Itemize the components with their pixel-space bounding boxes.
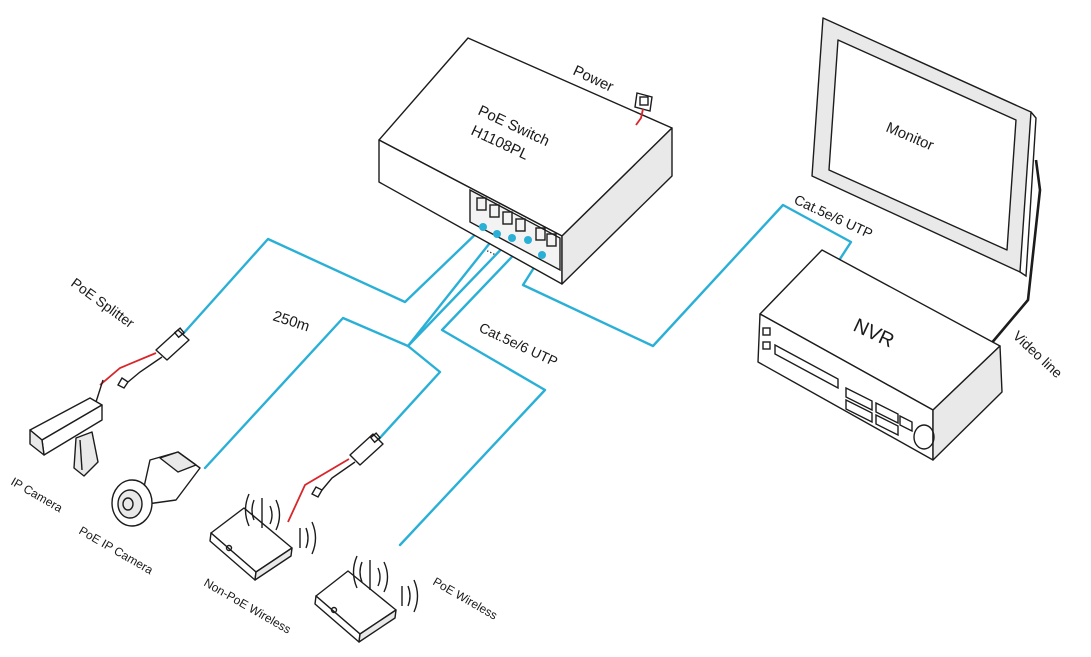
poe-ip-camera-lens	[117, 489, 143, 519]
poe-wireless-router	[314, 555, 419, 643]
port-6-plug	[538, 251, 546, 259]
port-3	[502, 211, 513, 225]
port-4	[515, 218, 526, 232]
ip-camera	[29, 379, 104, 477]
video-line-cable	[989, 159, 1042, 346]
nvr-power-led	[762, 327, 771, 336]
poe-splitter	[99, 327, 190, 389]
video-line-label: Video line	[1010, 327, 1066, 381]
ip-camera-mount	[73, 431, 99, 477]
distance-label: 250m	[271, 308, 312, 336]
port-1-plug	[479, 223, 487, 231]
non-poe-wireless-label: Non-PoE Wireless	[202, 575, 294, 636]
non-poe-wireless-router	[209, 493, 317, 581]
port-4-plug	[524, 236, 532, 244]
cable-to-poe-ip-camera	[203, 232, 499, 470]
poe-splitter-label: PoE Splitter	[68, 274, 137, 331]
nvr-button-grid	[845, 386, 913, 437]
nvr-drive-slot	[774, 343, 839, 390]
poe-ip-camera-label: PoE IP Camera	[77, 523, 156, 577]
switch-ellipsis: ...	[485, 241, 500, 258]
nvr-usb-port	[762, 341, 771, 350]
nvr: NVR	[757, 249, 1003, 461]
port-3-plug	[508, 234, 516, 242]
port-6	[546, 233, 557, 247]
non-poe-splitter	[287, 432, 384, 523]
cable-to-nvr	[521, 203, 853, 348]
cable-to-poe-splitter	[180, 225, 485, 337]
ip-camera-label: IP Camera	[9, 474, 66, 515]
poe-ip-camera	[111, 451, 201, 527]
switch-port-block	[469, 188, 561, 272]
cable-to-non-poe-splitter	[376, 236, 514, 442]
cable-label-ap: Cat.5e/6 UTP	[477, 319, 561, 369]
cable-to-poe-wireless	[398, 238, 547, 547]
power-wire	[635, 108, 644, 126]
port-1	[476, 197, 487, 211]
power-socket	[634, 92, 653, 126]
poe-wireless-label: PoE Wireless	[431, 574, 500, 622]
poe-switch: PoE Switch H1108PL ...	[378, 37, 673, 285]
cables	[180, 203, 853, 547]
switch-side	[561, 127, 673, 285]
monitor-bezel-edge	[1019, 111, 1037, 278]
port-2-plug	[493, 230, 501, 238]
nvr-jog-dial	[913, 424, 935, 450]
monitor-screen	[828, 39, 1017, 251]
port-5	[535, 227, 546, 241]
monitor: Monitor	[811, 17, 1037, 278]
port-2	[489, 204, 500, 218]
